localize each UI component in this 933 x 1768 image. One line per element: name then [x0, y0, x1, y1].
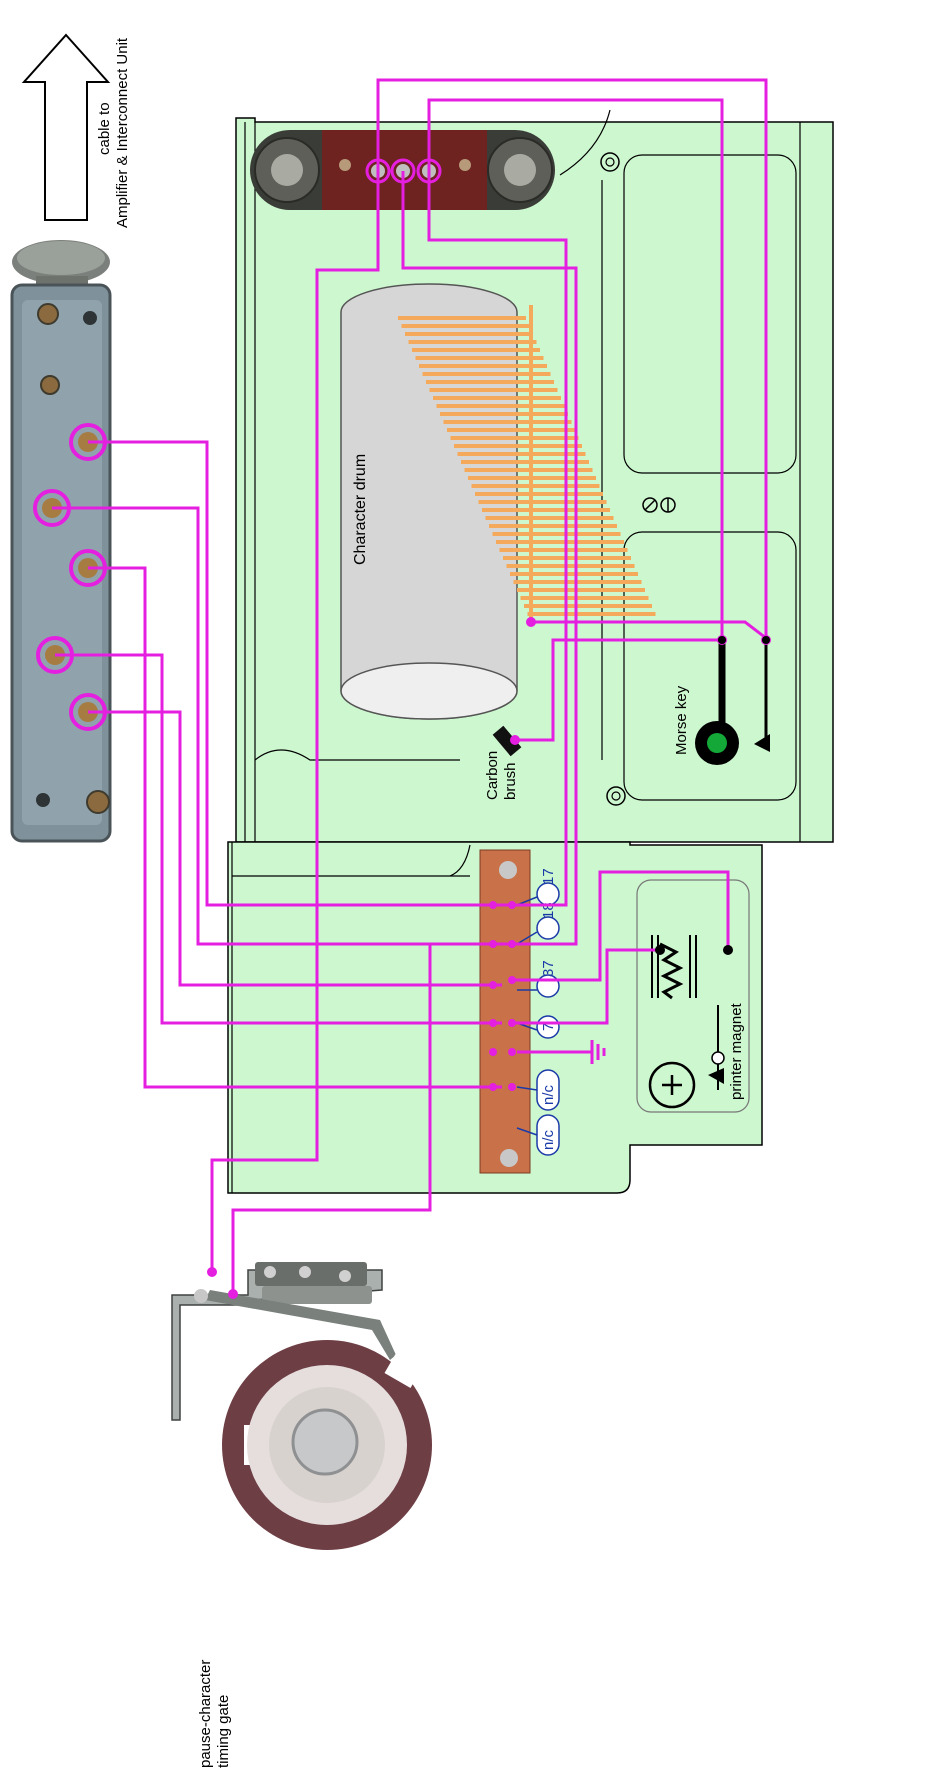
terminal-17: 17: [540, 868, 557, 885]
ground-icon: [517, 1040, 606, 1064]
character-drum-label: Character drum: [352, 454, 369, 565]
screw-icon: [600, 152, 620, 172]
wire: [512, 870, 730, 982]
terminal-labels: 17 18 37 7 n/c n/c: [516, 868, 560, 1156]
wire: [210, 171, 380, 1270]
cable-label-line2: Amplifier & Interconnect Unit: [114, 37, 131, 228]
carbon-brush-label-line2: brush: [502, 762, 519, 800]
wire: [88, 710, 502, 987]
timing-cam: [222, 1340, 432, 1550]
wires: [52, 78, 768, 1292]
carbon-brush-label-line1: Carbon: [484, 751, 501, 800]
terminal-nc-2: n/c: [540, 1129, 557, 1150]
pause-label-line2: timing gate: [215, 1695, 232, 1768]
morse-key: [695, 640, 770, 765]
terminal-nc-1: n/c: [540, 1084, 557, 1105]
character-drum: [340, 283, 656, 720]
wire: [52, 506, 502, 946]
morse-key-label: Morse key: [673, 685, 690, 755]
wire: [376, 78, 768, 638]
top-terminal-block: [250, 130, 555, 210]
wire: [427, 171, 568, 907]
terminal-strip: [479, 849, 531, 1174]
printer-magnet-label: printer magnet: [728, 1002, 745, 1100]
wire: [531, 620, 767, 640]
up-arrow-icon: [21, 33, 111, 221]
wire: [231, 942, 493, 1292]
wire: [55, 653, 502, 1025]
wire: [88, 440, 502, 907]
wire: [401, 171, 578, 946]
carbon-brush: [492, 725, 522, 757]
screw-icon: [642, 497, 676, 513]
wire-junctions: [207, 617, 771, 1299]
terminal-7: 7: [540, 1023, 557, 1031]
wire: [515, 638, 722, 742]
pause-label-line1: pause-character: [197, 1660, 214, 1768]
wire: [427, 98, 724, 638]
terminal-37: 37: [540, 960, 557, 977]
wire: [512, 948, 660, 1025]
cable-label-line1: cable to: [96, 102, 113, 155]
plus-icon: [648, 1061, 696, 1109]
wire: [88, 566, 502, 1089]
screw-icon: [606, 786, 626, 806]
connector-plug: [10, 240, 112, 843]
